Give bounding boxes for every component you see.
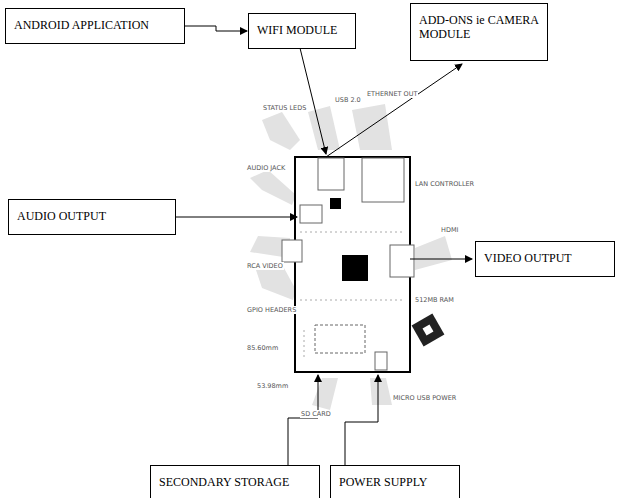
output-box: AUDIO OUTPUT	[8, 199, 176, 235]
part-label: MICRO USB POWER	[392, 394, 457, 402]
part-label: HDMI	[440, 226, 459, 234]
part-label: 53.98mm	[256, 382, 289, 390]
part-label: LAN CONTROLLER	[414, 180, 475, 188]
part-label: RCA VIDEO	[246, 262, 284, 270]
app-box: ANDROID APPLICATION	[5, 8, 185, 44]
part-label: ETHERNET OUT	[366, 90, 418, 98]
box-label: WIFI MODULE	[257, 23, 347, 37]
box-label: POWER SUPPLY	[339, 475, 451, 489]
output-box: VIDEO OUTPUT	[475, 241, 615, 277]
part-label: SD CARD	[300, 410, 332, 418]
box-label: ADD-ONS ie CAMERA MODULE	[419, 13, 539, 41]
part-label: AUDIO JACK	[246, 164, 286, 172]
storage-box: SECONDARY STORAGE	[150, 465, 320, 498]
part-label: 512MB RAM	[414, 296, 455, 304]
part-label: STATUS LEDS	[262, 104, 307, 112]
part-label: GPIO HEADERS	[246, 306, 297, 314]
arrow-connector	[185, 26, 247, 31]
power-box: POWER SUPPLY	[330, 465, 460, 498]
box-label: ANDROID APPLICATION	[14, 18, 176, 32]
part-label: 85.60mm	[246, 344, 279, 352]
box-label: AUDIO OUTPUT	[17, 209, 167, 223]
module-box: ADD-ONS ie CAMERA MODULE	[410, 3, 548, 61]
module-box: WIFI MODULE	[248, 13, 356, 49]
box-label: VIDEO OUTPUT	[484, 251, 606, 265]
box-label: SECONDARY STORAGE	[159, 475, 311, 489]
part-label: USB 2.0	[334, 96, 362, 104]
